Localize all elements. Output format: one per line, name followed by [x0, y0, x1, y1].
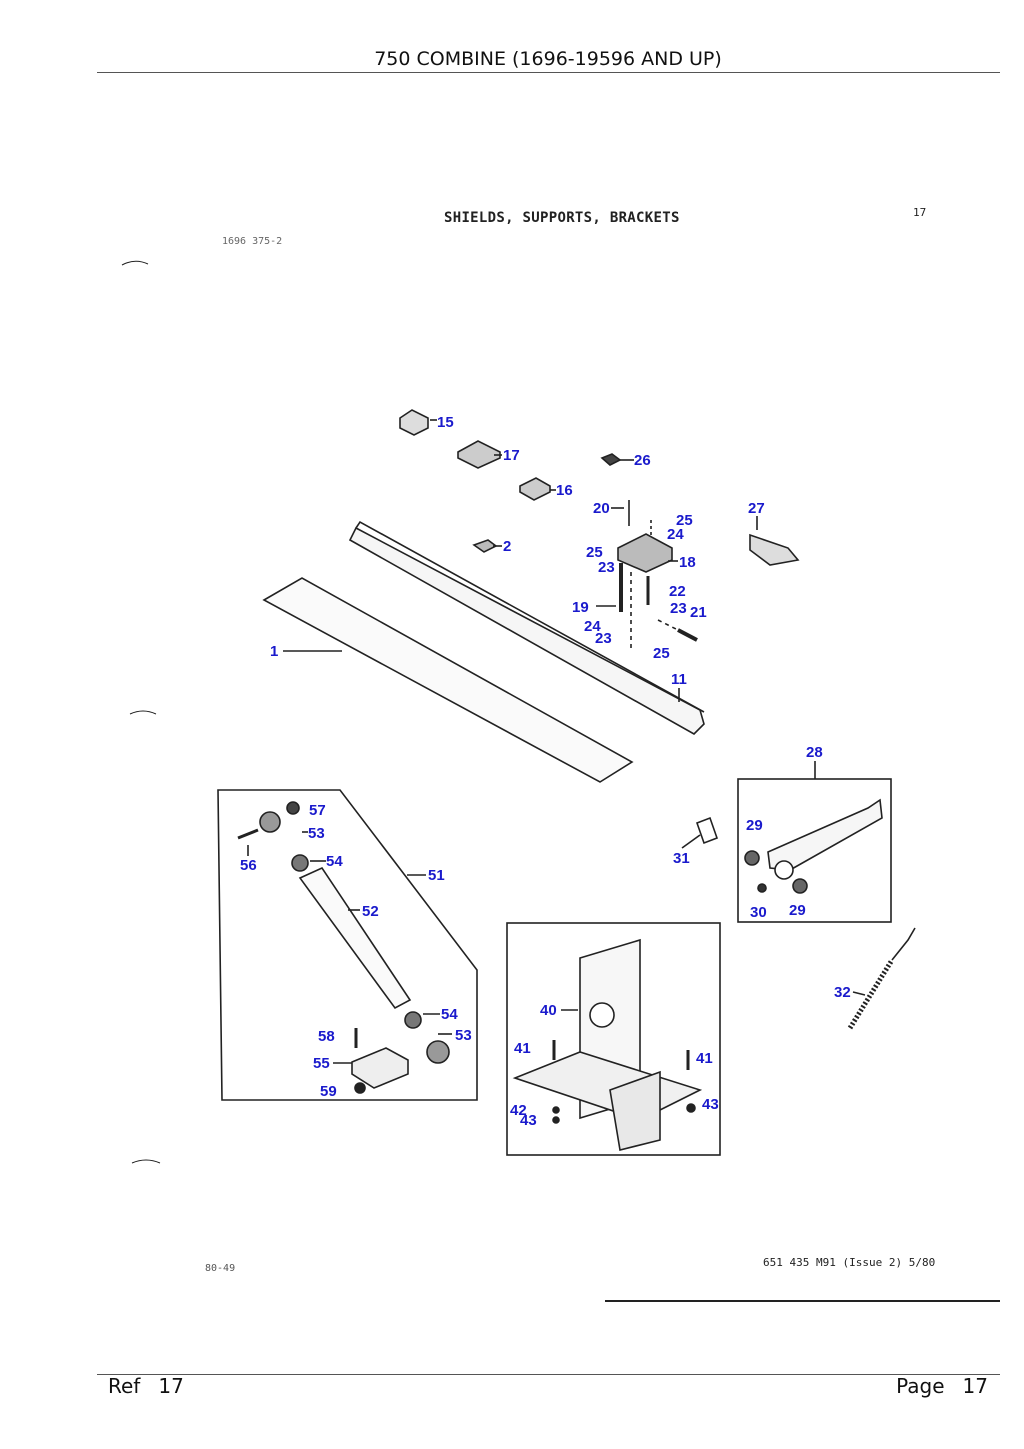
callout-29a: 29 [746, 817, 763, 834]
callout-2: 2 [503, 538, 511, 555]
callout-41b: 41 [696, 1050, 713, 1067]
callout-57: 57 [309, 802, 326, 819]
diagram-linework [121, 260, 916, 1164]
footer-page-label: Page [896, 1374, 945, 1398]
callout-26: 26 [634, 452, 651, 469]
footer-page-value: 17 [962, 1374, 988, 1398]
callout-19: 19 [572, 599, 589, 616]
callout-25a: 25 [676, 512, 693, 529]
callout-23a: 23 [598, 559, 615, 576]
section-title: SHIELDS, SUPPORTS, BRACKETS [444, 210, 680, 226]
print-date-code: 80-49 [205, 1263, 236, 1274]
callout-54a: 54 [326, 853, 343, 870]
callout-28: 28 [806, 744, 823, 761]
callout-1: 1 [270, 643, 278, 660]
callout-17: 17 [503, 447, 520, 464]
callout-52: 52 [362, 903, 379, 920]
callout-31: 31 [673, 850, 690, 867]
page-title: 750 COMBINE (1696-19596 AND UP) [374, 48, 722, 70]
callout-25c: 25 [653, 645, 670, 662]
callout-24a: 24 [667, 526, 684, 543]
callout-54b: 54 [441, 1006, 458, 1023]
callout-23b: 23 [670, 600, 687, 617]
footer-page: Page 17 [896, 1374, 988, 1398]
callout-40: 40 [540, 1002, 557, 1019]
callout-43a: 43 [702, 1096, 719, 1113]
callout-30: 30 [750, 904, 767, 921]
callout-29b: 29 [789, 902, 806, 919]
callout-32: 32 [834, 984, 851, 1001]
figure-code: 1696 375-2 [222, 236, 283, 247]
callout-labels: 15 17 26 16 20 25 24 27 2 25 23 18 22 19… [240, 414, 851, 1129]
callout-15: 15 [437, 414, 454, 431]
callout-41a: 41 [514, 1040, 531, 1057]
callout-53b: 53 [455, 1027, 472, 1044]
callout-56: 56 [240, 857, 257, 874]
callout-16: 16 [556, 482, 573, 499]
header-rule [97, 72, 1000, 73]
section-ref-number: 17 [913, 206, 927, 219]
callout-51: 51 [428, 867, 445, 884]
callout-43b: 43 [520, 1112, 537, 1129]
callout-24b: 24 [584, 618, 601, 635]
footer-ref: Ref 17 [108, 1374, 184, 1398]
footer-rule [97, 1374, 1000, 1375]
callout-58: 58 [318, 1028, 335, 1045]
callout-22: 22 [669, 583, 686, 600]
footer-ref-value: 17 [158, 1374, 184, 1398]
callout-42: 42 [510, 1102, 527, 1119]
callout-59: 59 [320, 1083, 337, 1100]
callout-20: 20 [593, 500, 610, 517]
callout-11: 11 [671, 671, 687, 688]
callout-18: 18 [679, 554, 696, 571]
callout-25b: 25 [586, 544, 603, 561]
callout-53a: 53 [308, 825, 325, 842]
scan-bottom-rule [605, 1300, 1000, 1302]
callout-21: 21 [690, 604, 707, 621]
callout-55: 55 [313, 1055, 330, 1072]
footer-ref-label: Ref [108, 1374, 141, 1398]
issue-code: 651 435 M91 (Issue 2) 5/80 [763, 1256, 936, 1269]
callout-23c: 23 [595, 630, 612, 647]
callout-27: 27 [748, 500, 765, 517]
